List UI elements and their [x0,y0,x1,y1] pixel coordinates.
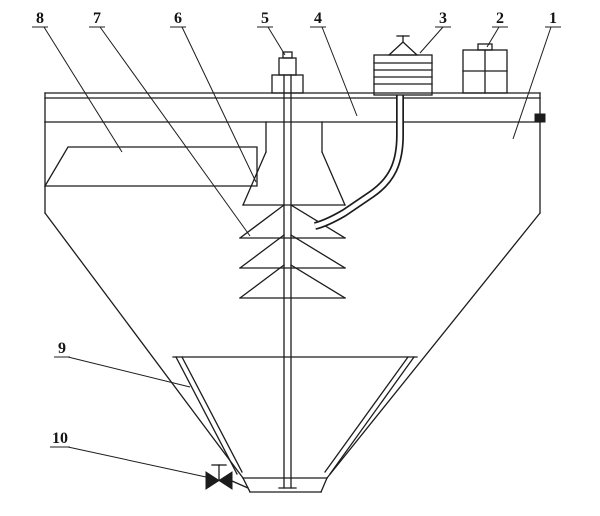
feedwell [242,121,346,206]
inner-cone [172,356,418,475]
part-label-3: 3 [439,10,447,27]
discharge-valve [205,464,249,490]
tank-top-ring [44,92,541,123]
part-label-10: 10 [52,430,68,447]
part-labels: 8 7 6 5 4 3 2 1 9 10 [36,10,557,447]
feed-pipe [313,95,404,230]
part-label-5: 5 [261,10,269,27]
part-label-8: 8 [36,10,44,27]
part-label-2: 2 [496,10,504,27]
part-label-7: 7 [93,10,101,27]
part-label-4: 4 [314,10,322,27]
top-box [462,43,508,94]
leader-lines [32,26,561,478]
mounting-lug [534,113,546,123]
part-label-1: 1 [549,10,557,27]
inclined-plate-hatched [43,146,258,187]
part-label-6: 6 [174,10,182,27]
agitator-shaft [271,51,304,489]
part-label-9: 9 [58,340,66,357]
drive-motor [373,35,433,96]
tank-shell [44,121,541,493]
